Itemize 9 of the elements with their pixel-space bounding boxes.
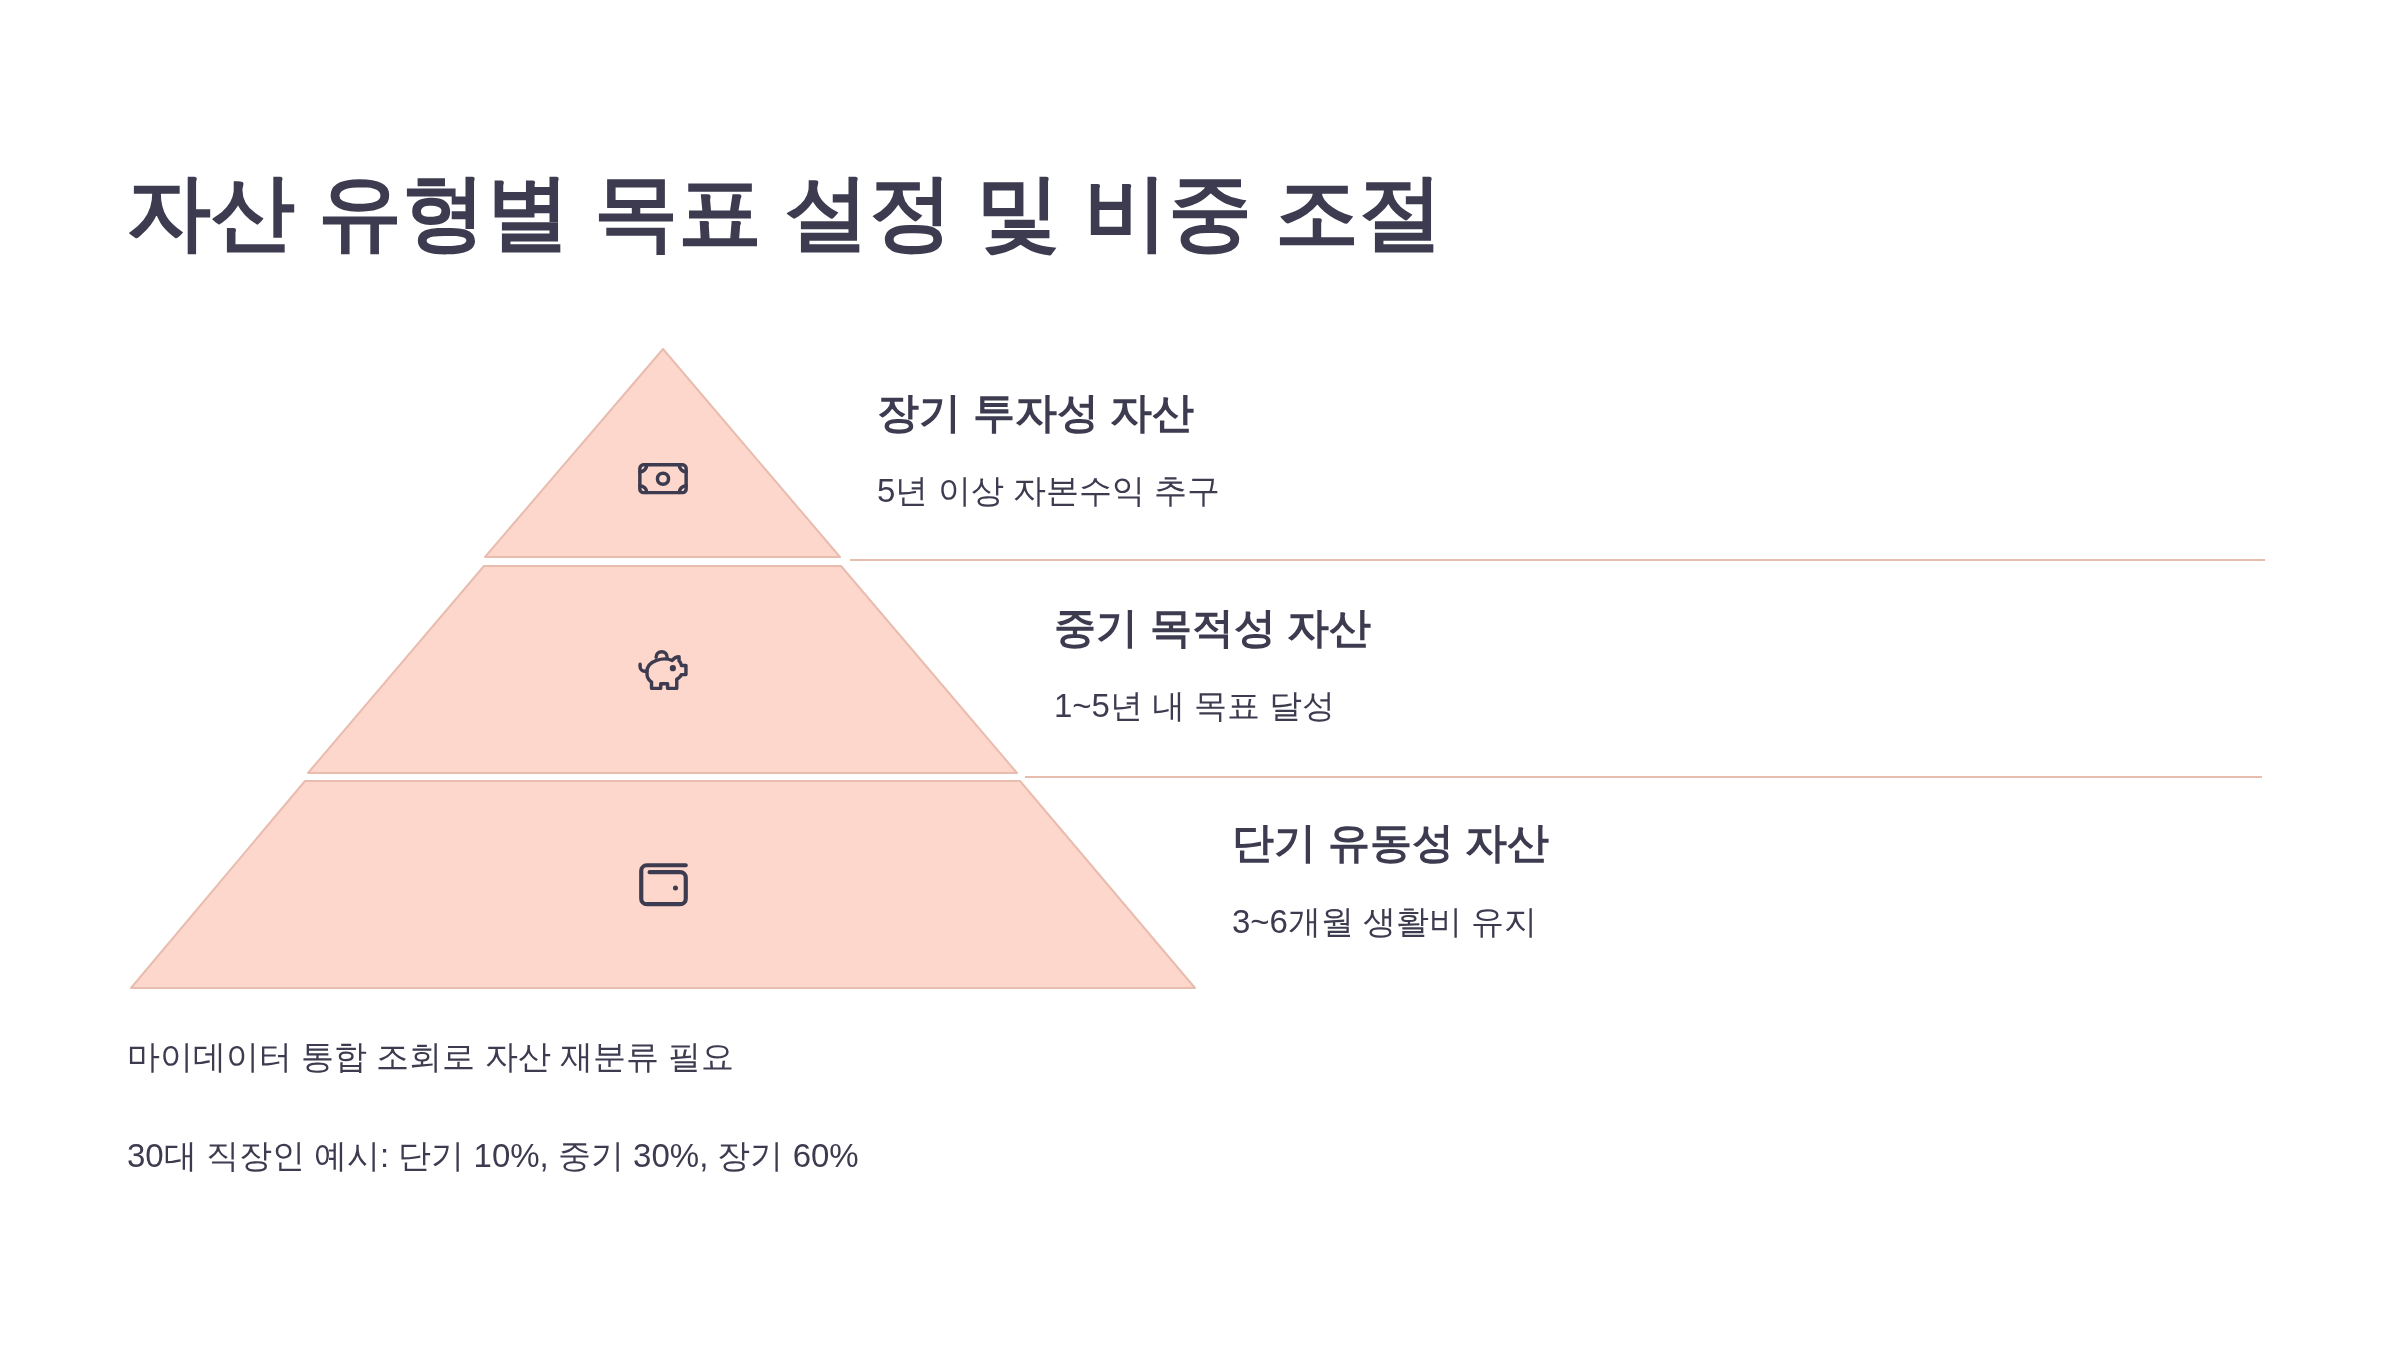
note-text: 30대 직장인 예시: 단기 10%, 중기 30%, 장기 60% — [127, 1136, 859, 1176]
title: 자산 유형별 목표 설정 및 비중 조절 — [127, 164, 1444, 261]
tier-heading: 중기 목적성 자산 — [1054, 603, 1372, 653]
note-text: 마이데이터 통합 조회로 자산 재분류 필요 — [127, 1037, 734, 1077]
tier-heading: 장기 투자성 자산 — [877, 388, 1195, 438]
tier-description: 3~6개월 생활비 유지 — [1232, 902, 1538, 942]
tier-description: 5년 이상 자본수익 추구 — [877, 471, 1220, 511]
tier-description: 1~5년 내 목표 달성 — [1054, 686, 1336, 726]
tier-heading: 단기 유동성 자산 — [1232, 818, 1550, 868]
